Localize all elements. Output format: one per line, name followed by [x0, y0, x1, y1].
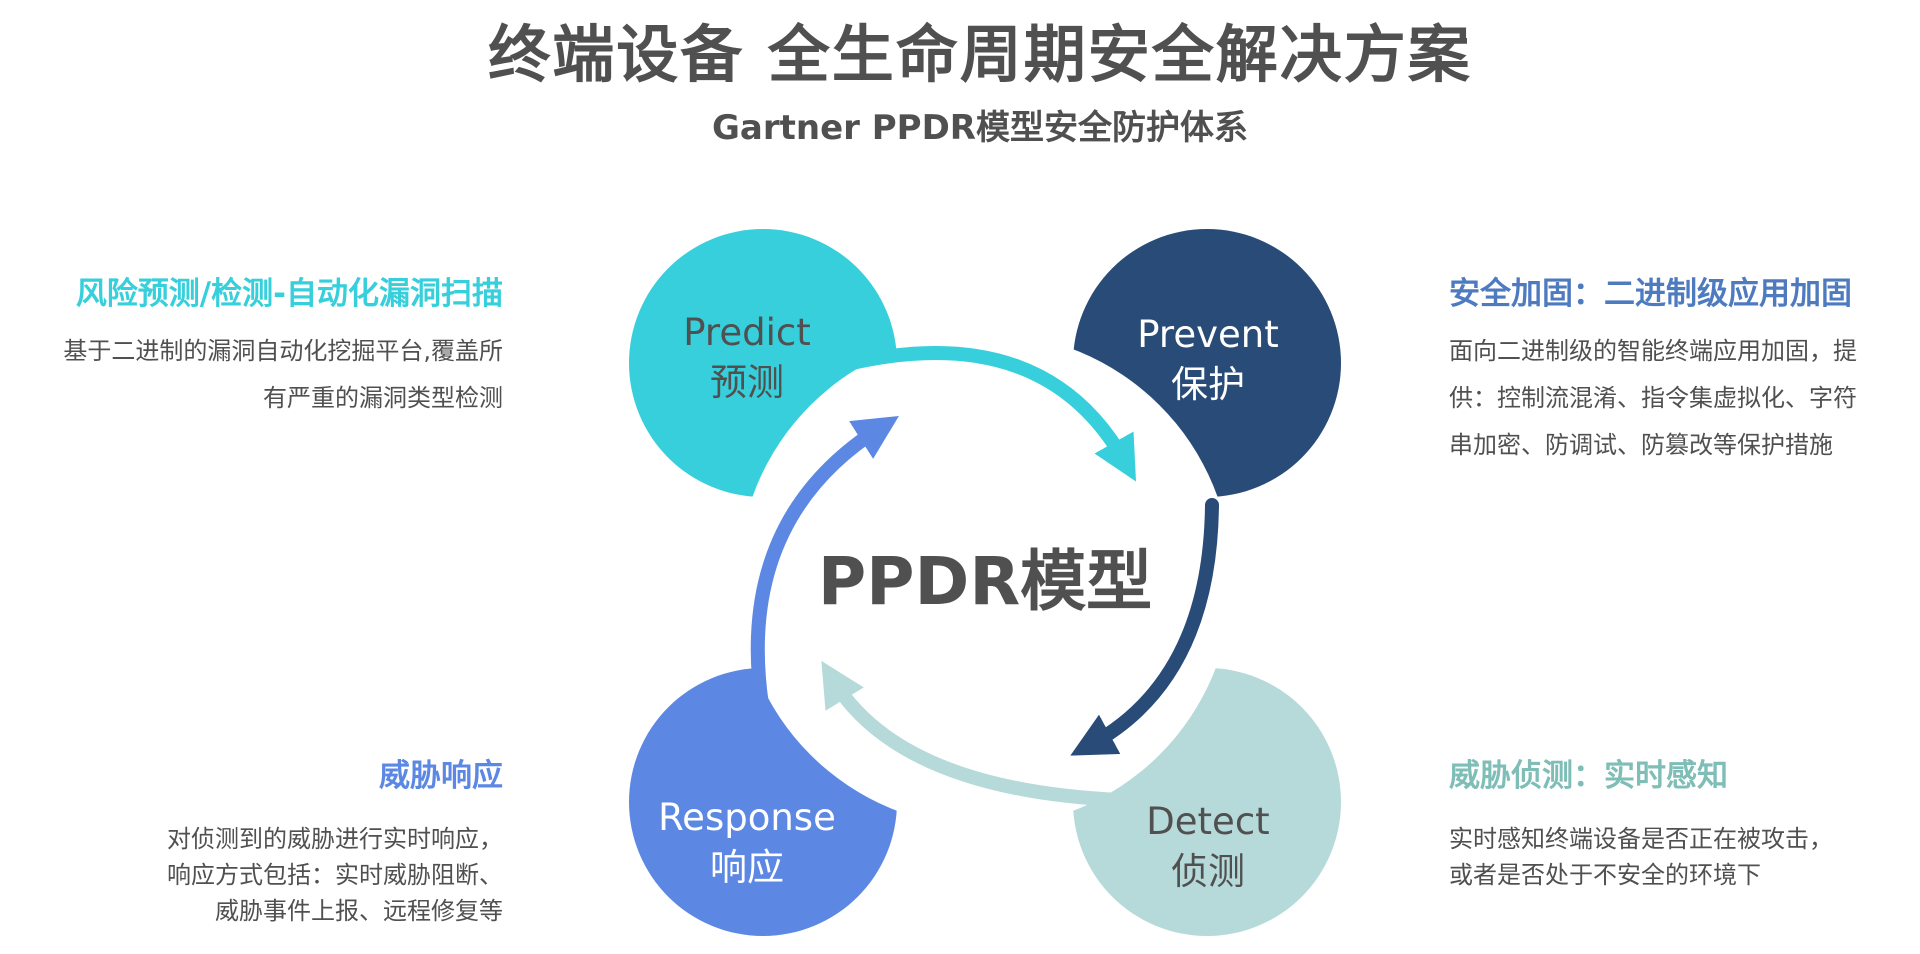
- center-label: PPDR模型: [818, 543, 1152, 620]
- detect-panel-line: 或者是否处于不安全的环境下: [1449, 861, 1761, 889]
- response-panel-heading: 威胁响应: [379, 758, 503, 794]
- predict-panel-description: 基于二进制的漏洞自动化挖掘平台,覆盖所 有严重的漏洞类型检测: [0, 328, 503, 422]
- prevent-panel-heading: 安全加固：二进制级应用加固: [1449, 276, 1852, 312]
- detect-panel-line: 实时感知终端设备是否正在被攻击，: [1449, 825, 1833, 853]
- detect-panel-heading: 威胁侦测：实时感知: [1449, 758, 1728, 794]
- response-label-en: Response: [658, 796, 836, 839]
- response-label-zh: 响应: [710, 846, 784, 889]
- prevent-panel-line: 面向二进制级的智能终端应用加固，提: [1449, 337, 1857, 365]
- predict-label-zh: 预测: [710, 361, 784, 404]
- page-title: 终端设备 全生命周期安全解决方案: [488, 18, 1472, 91]
- response-panel-line: 威胁事件上报、远程修复等: [215, 897, 503, 925]
- prevent-label-en: Prevent: [1137, 313, 1278, 356]
- detect-label-en: Detect: [1146, 800, 1269, 843]
- predict-panel-heading: 风险预测/检测-自动化漏洞扫描: [75, 276, 503, 312]
- response-panel-line: 对侦测到的威胁进行实时响应，: [167, 825, 503, 853]
- detect-panel-description: 实时感知终端设备是否正在被攻击， 或者是否处于不安全的环境下: [1449, 821, 1919, 893]
- predict-panel-line: 基于二进制的漏洞自动化挖掘平台,覆盖所: [63, 337, 503, 365]
- predict-panel-line: 有严重的漏洞类型检测: [263, 384, 503, 412]
- page-subtitle: Gartner PPDR模型安全防护体系: [712, 108, 1248, 148]
- predict-to-prevent-arrow: [845, 346, 1137, 482]
- prevent-to-detect-arrow: [1070, 498, 1219, 756]
- prevent-label-zh: 保护: [1171, 363, 1245, 406]
- response-to-predict-arrow: [750, 415, 899, 712]
- prevent-panel-line: 串加密、防调试、防篡改等保护措施: [1449, 431, 1833, 459]
- response-panel-line: 响应方式包括：实时威胁阻断、: [167, 861, 503, 889]
- predict-label-en: Predict: [683, 311, 810, 354]
- response-panel-description: 对侦测到的威胁进行实时响应， 响应方式包括：实时威胁阻断、 威胁事件上报、远程修…: [83, 821, 503, 929]
- detect-to-response-arrow: [821, 660, 1127, 807]
- prevent-panel-line: 供：控制流混淆、指令集虚拟化、字符: [1449, 384, 1857, 412]
- detect-label-zh: 侦测: [1171, 850, 1245, 893]
- prevent-panel-description: 面向二进制级的智能终端应用加固，提 供：控制流混淆、指令集虚拟化、字符 串加密、…: [1449, 328, 1919, 469]
